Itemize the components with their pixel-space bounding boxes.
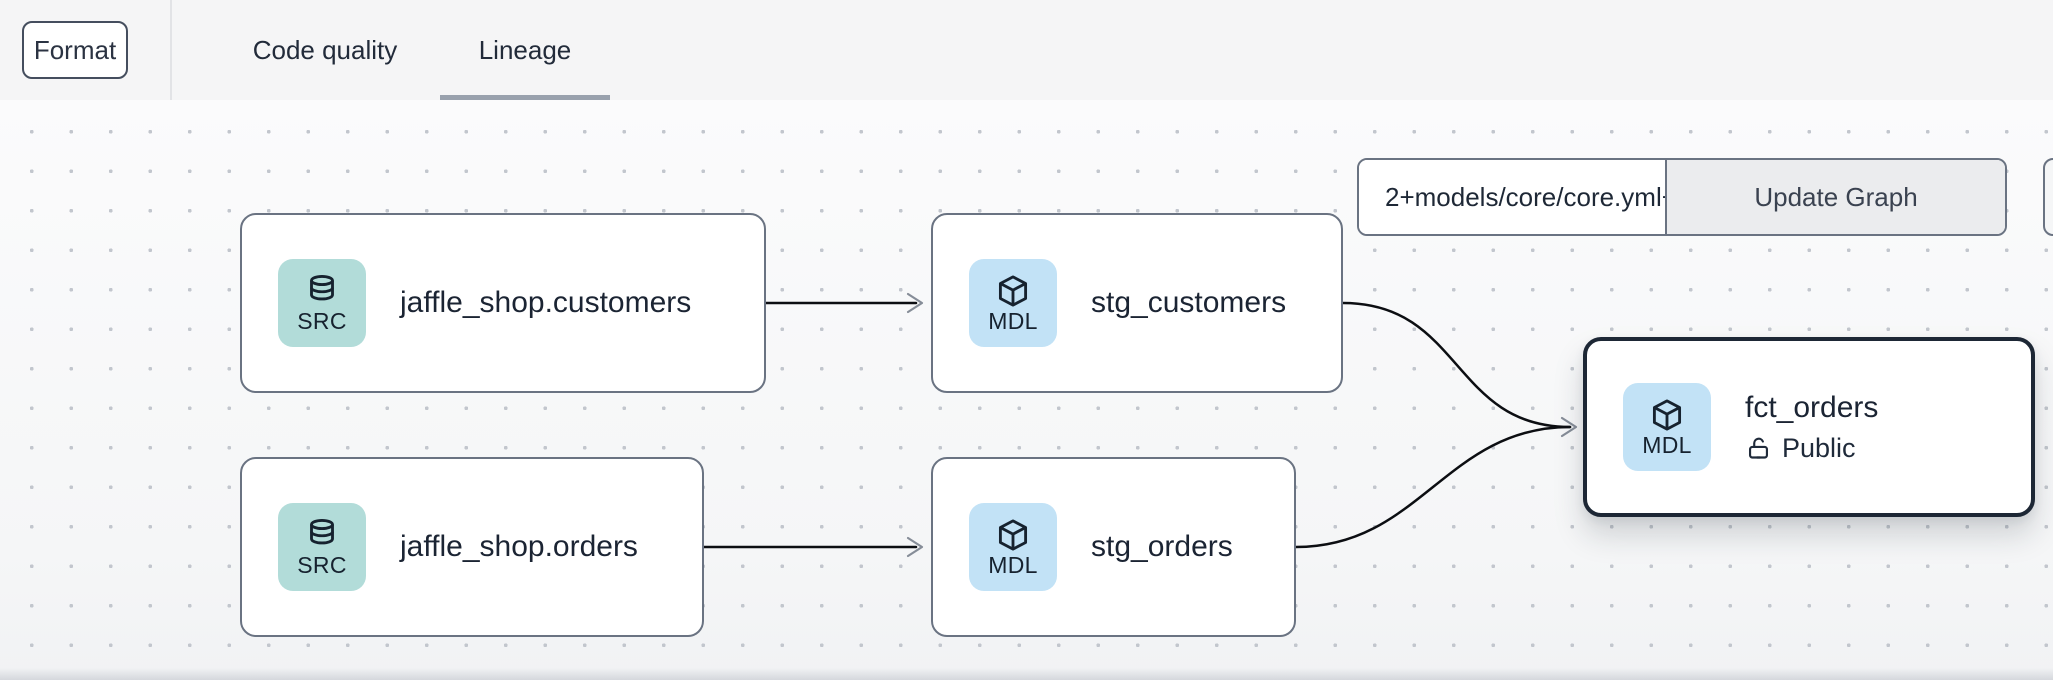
node-title: fct_orders [1745, 390, 1879, 424]
source-badge: SRC [278, 503, 366, 591]
badge-label: SRC [297, 308, 347, 334]
lineage-canvas[interactable]: SRC jaffle_shop.customers MDL stg_custom… [0, 100, 2053, 680]
cube-icon [998, 519, 1028, 551]
edge [1341, 301, 1572, 429]
arrowhead-icon [906, 536, 924, 558]
source-badge: SRC [278, 259, 366, 347]
node-stg-customers[interactable]: MDL stg_customers [931, 213, 1343, 393]
node-jaffle-shop-customers[interactable]: SRC jaffle_shop.customers [240, 213, 766, 393]
node-stg-orders[interactable]: MDL stg_orders [931, 457, 1296, 637]
node-access-row: Public [1745, 433, 1878, 464]
cube-icon [1652, 399, 1682, 431]
clipped-toolbar-button[interactable] [2043, 158, 2053, 236]
node-title: stg_customers [1091, 286, 1287, 319]
arrowhead-icon [906, 292, 924, 314]
node-title: stg_orders [1091, 530, 1233, 563]
tab-code-quality[interactable]: Code quality [252, 34, 398, 65]
model-badge: MDL [969, 259, 1057, 347]
node-title: jaffle_shop.customers [400, 286, 692, 319]
badge-label: MDL [988, 308, 1038, 334]
edge [1294, 425, 1572, 549]
arrowhead-icon [1560, 416, 1578, 438]
unlocked-icon [1748, 437, 1769, 459]
cube-icon [998, 275, 1028, 307]
node-jaffle-shop-orders[interactable]: SRC jaffle_shop.orders [240, 457, 704, 637]
database-icon [310, 519, 334, 545]
badge-label: SRC [297, 552, 347, 578]
lineage-edges [702, 292, 1578, 558]
database-icon [310, 275, 334, 301]
access-label: Public [1782, 432, 1856, 463]
format-button[interactable]: Format [22, 21, 128, 79]
node-title: jaffle_shop.orders [400, 530, 638, 563]
header-divider [170, 0, 172, 100]
badge-label: MDL [1642, 432, 1692, 458]
update-graph-button[interactable]: Update Graph [1665, 160, 2005, 234]
badge-label: MDL [988, 552, 1038, 578]
node-fct-orders-selected[interactable]: MDL fct_orders Public [1583, 337, 2035, 517]
node-selector-input[interactable] [1359, 160, 1665, 234]
node-selector-group: Update Graph [1357, 158, 2007, 236]
top-toolbar: Format Code quality Lineage [0, 0, 2053, 100]
tab-lineage[interactable]: Lineage [440, 0, 610, 100]
model-badge: MDL [969, 503, 1057, 591]
model-badge: MDL [1623, 383, 1711, 471]
